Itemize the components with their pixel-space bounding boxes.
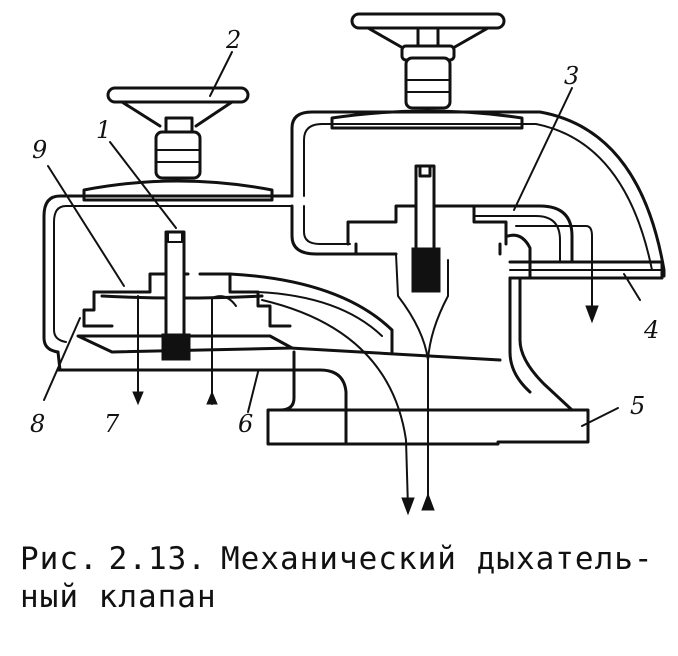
callout-6: 6 bbox=[238, 410, 253, 438]
main-body bbox=[228, 272, 502, 446]
caption-number: 2.13. bbox=[108, 541, 207, 577]
callout-2: 2 bbox=[225, 26, 241, 54]
left-valve bbox=[56, 230, 322, 372]
caption-prefix: Рис. bbox=[20, 541, 99, 577]
caption-title-part-1: Механический дыхатель- bbox=[220, 541, 654, 577]
callout-3: 3 bbox=[564, 62, 579, 90]
right-valve bbox=[346, 164, 574, 293]
callouts: 1 2 3 4 5 6 7 8 9 bbox=[30, 26, 659, 438]
caption-title-part-2: ный клапан bbox=[20, 579, 217, 615]
caption-line-1: Рис.2.13. Механический дыхатель- bbox=[20, 540, 670, 578]
flame-arrester bbox=[508, 260, 664, 280]
callout-8: 8 bbox=[30, 410, 45, 438]
callout-7: 7 bbox=[104, 410, 120, 438]
callout-1: 1 bbox=[96, 116, 111, 144]
flow-paths bbox=[132, 225, 599, 516]
callout-leaders bbox=[43, 51, 641, 427]
figure-caption: Рис.2.13. Механический дыхатель- ный клап… bbox=[20, 540, 670, 616]
callout-4: 4 bbox=[643, 316, 659, 344]
callout-9: 9 bbox=[32, 136, 47, 164]
right-body bbox=[496, 233, 590, 444]
callout-5: 5 bbox=[630, 392, 645, 420]
left-handwheel bbox=[82, 86, 274, 202]
caption-line-2: ный клапан bbox=[20, 578, 670, 616]
valve-diagram: 1 2 3 4 5 6 7 8 9 bbox=[30, 12, 666, 516]
